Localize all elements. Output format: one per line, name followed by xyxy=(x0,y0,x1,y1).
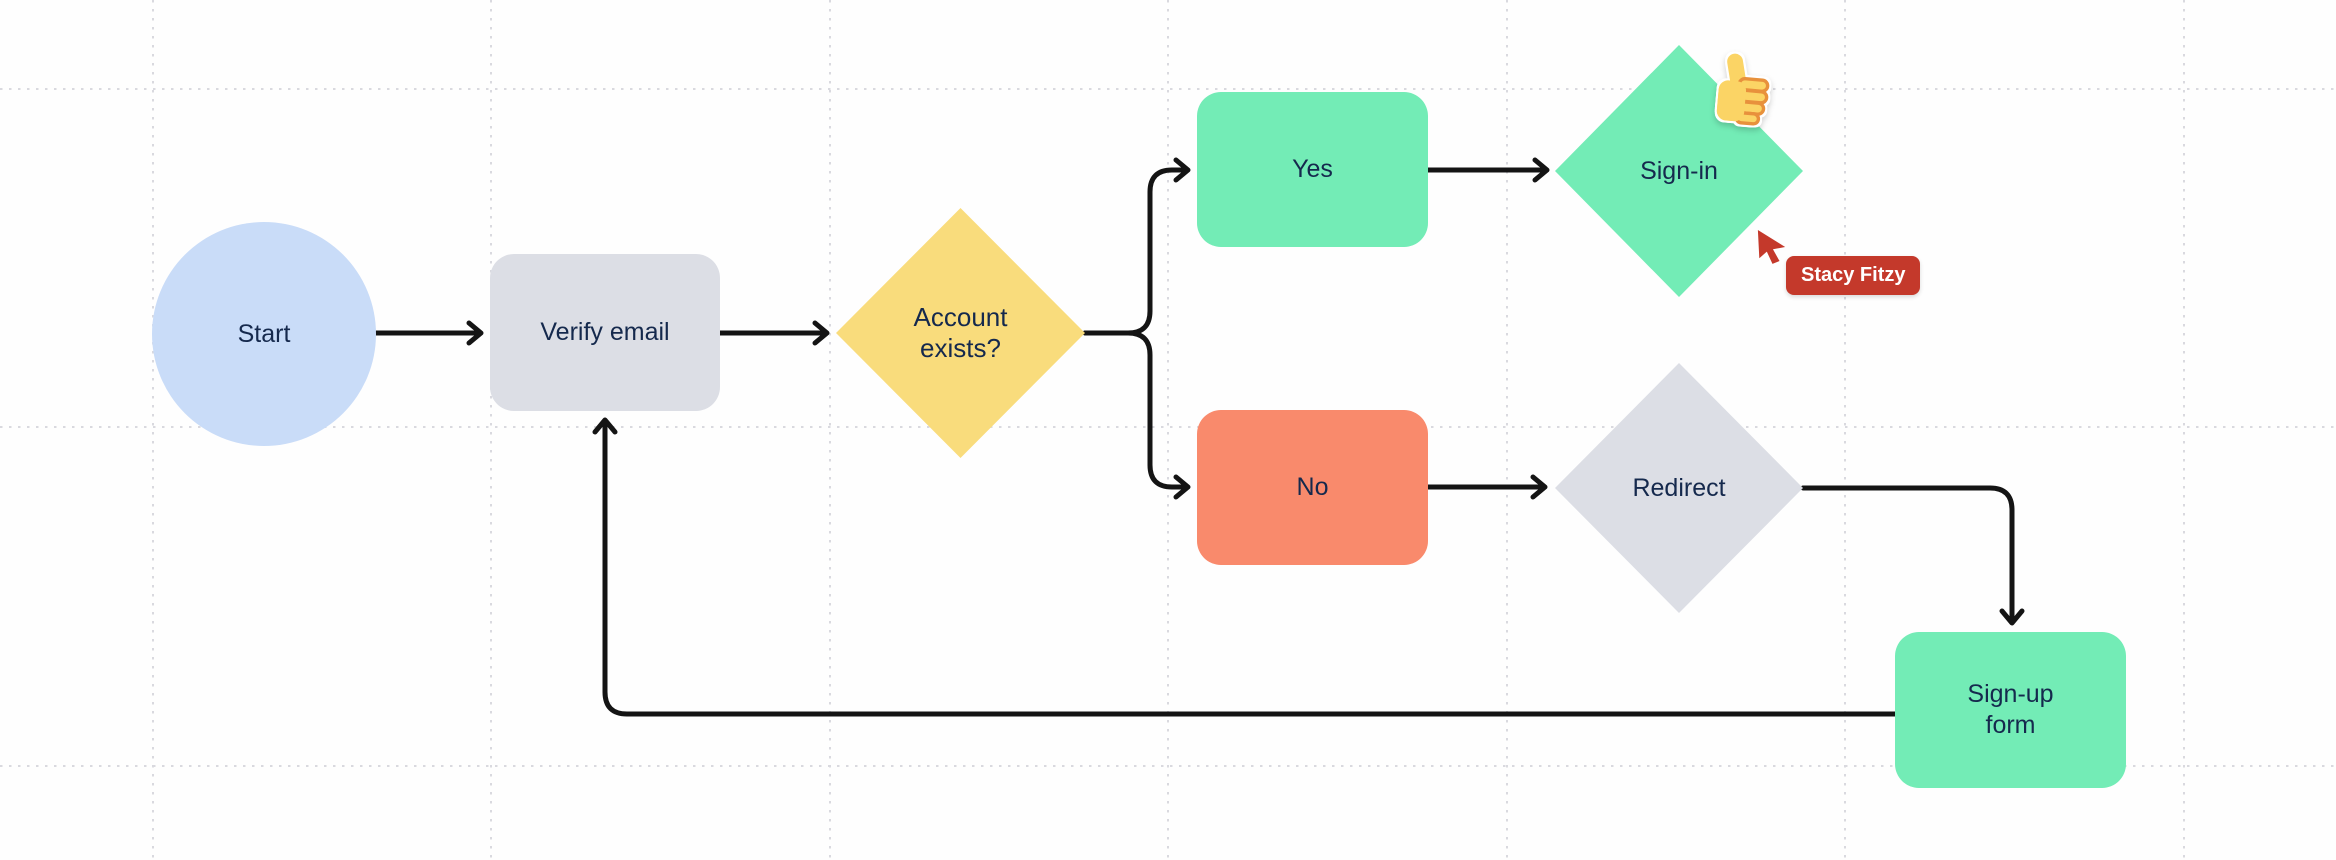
node-label: Yes xyxy=(1292,155,1333,183)
node-signup-form[interactable]: Sign-up form xyxy=(1895,632,2126,788)
edge-account-no xyxy=(1082,330,1191,500)
node-verify-email[interactable]: Verify email xyxy=(490,254,720,411)
node-redirect[interactable]: Redirect xyxy=(1555,363,1803,613)
node-account-exists[interactable]: Account exists? xyxy=(836,208,1085,458)
node-start[interactable]: Start xyxy=(152,222,376,446)
node-no[interactable]: No xyxy=(1197,410,1428,565)
collaborator-name-badge: Stacy Fitzy xyxy=(1786,256,1921,295)
node-label: Start xyxy=(237,319,291,348)
edge-account-yes xyxy=(1082,157,1191,336)
edge-redirect-signup xyxy=(1800,485,2025,626)
node-label: Redirect xyxy=(1632,473,1726,502)
thumbs-up-icon[interactable] xyxy=(1708,50,1776,128)
node-label: Sign-up form xyxy=(1967,680,2054,739)
node-label: No xyxy=(1296,473,1329,501)
collaborator-cursor-icon xyxy=(1756,228,1788,269)
node-label: Verify email xyxy=(540,318,670,346)
node-label: Account exists? xyxy=(913,302,1008,363)
node-yes[interactable]: Yes xyxy=(1197,92,1428,247)
node-label: Sign-in xyxy=(1640,156,1718,185)
